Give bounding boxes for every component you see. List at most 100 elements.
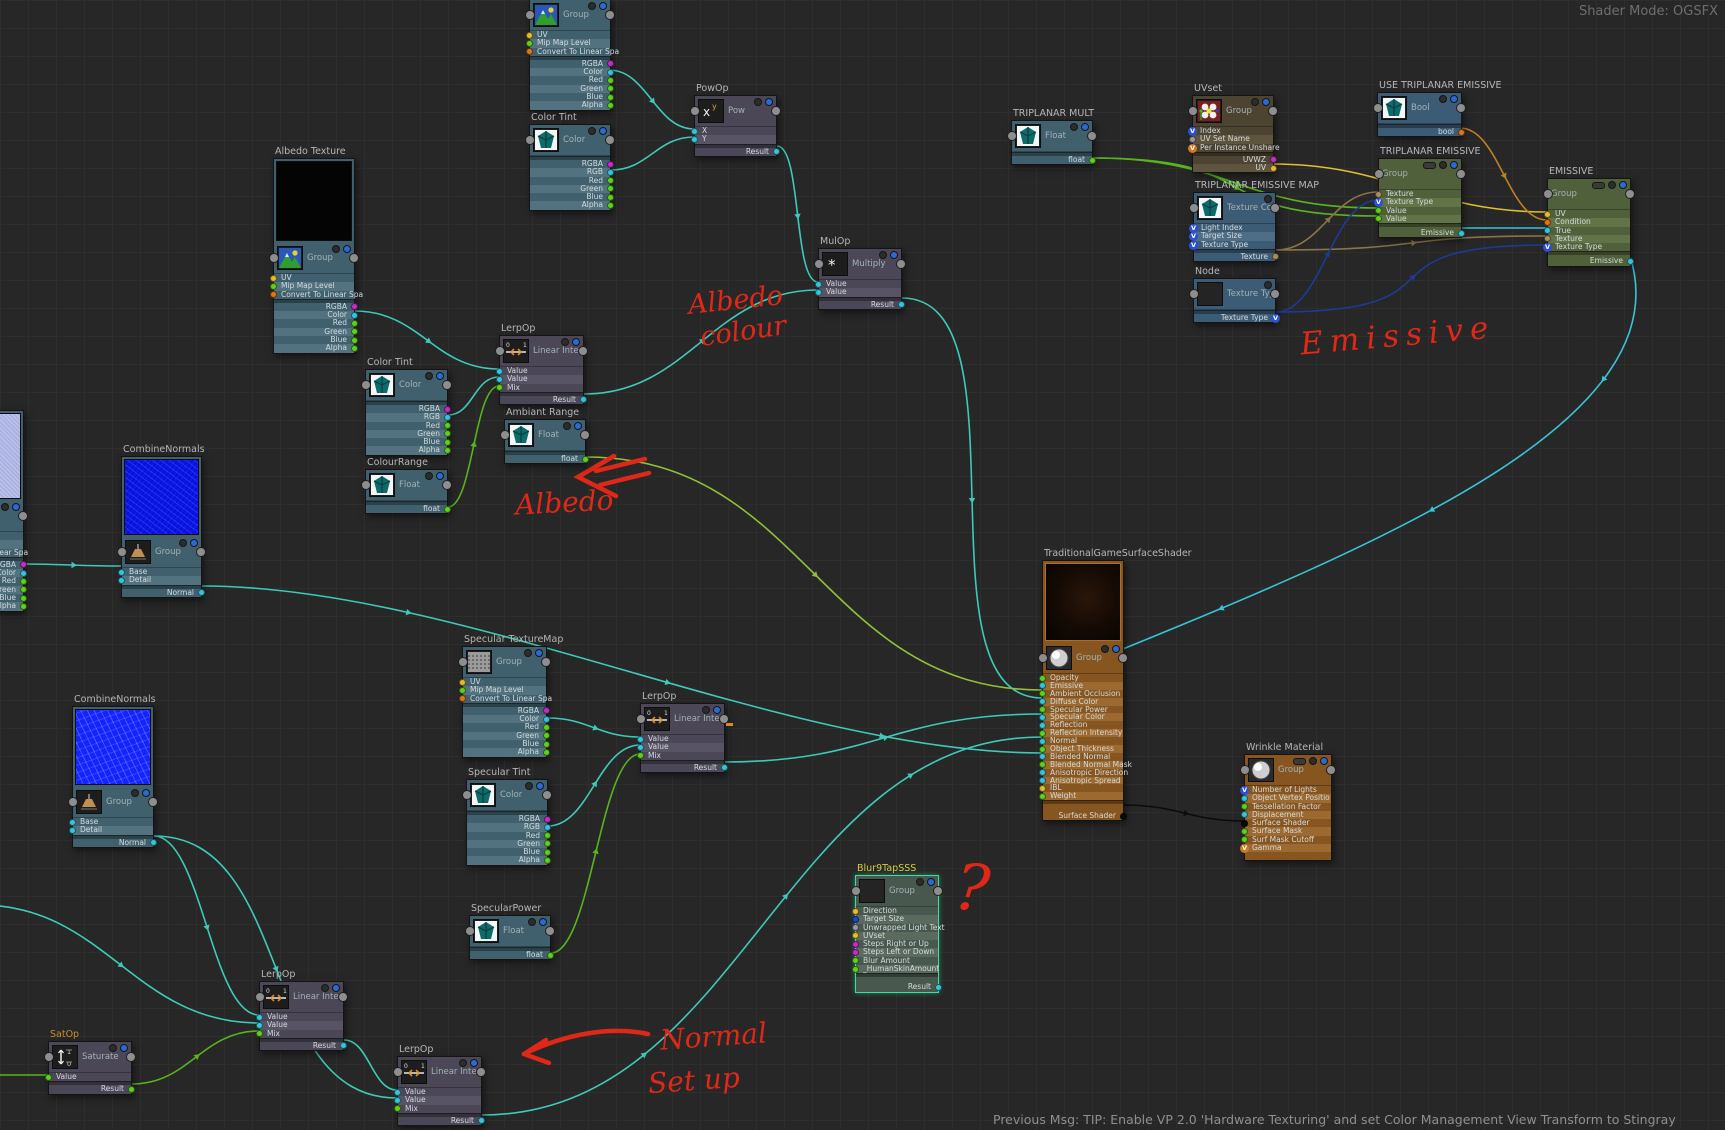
node-input-socket[interactable] (636, 714, 646, 724)
port-green[interactable] (607, 185, 614, 193)
port-convert-to-linear-spa[interactable] (459, 695, 466, 703)
port-unwrapped-light-text[interactable] (852, 924, 859, 932)
options-badge-icon[interactable] (1, 503, 9, 511)
port-per-instance-unshare[interactable]: V (1188, 143, 1197, 153)
port-light-index[interactable]: V (1189, 224, 1198, 233)
port-red[interactable] (543, 723, 550, 731)
port-blended-normal[interactable] (1039, 753, 1046, 761)
node-input-socket[interactable] (500, 430, 510, 440)
node-output-socket[interactable] (338, 992, 348, 1002)
port-alpha[interactable] (20, 602, 27, 610)
port-result[interactable] (721, 764, 728, 772)
port-steps-right-or-up[interactable] (852, 940, 859, 948)
port-specular-color[interactable] (1039, 713, 1046, 721)
options-badge-icon[interactable] (1264, 281, 1272, 289)
port-result[interactable] (340, 1042, 347, 1050)
port-value[interactable] (256, 1021, 263, 1029)
port-result[interactable] (898, 301, 905, 309)
node-output-socket[interactable] (1270, 289, 1280, 299)
options-badge-icon[interactable] (459, 1059, 467, 1067)
node-output-socket[interactable] (933, 886, 943, 896)
preview-badge-icon[interactable] (890, 251, 898, 259)
node-input-socket[interactable] (525, 10, 535, 20)
port-value[interactable] (637, 735, 644, 743)
options-badge-icon[interactable] (321, 984, 329, 992)
port-mip-map-level[interactable] (526, 39, 533, 47)
port-red[interactable] (544, 832, 551, 840)
options-badge-icon[interactable] (1264, 195, 1272, 203)
preview-badge-icon[interactable] (713, 706, 721, 714)
node-output-socket[interactable] (18, 511, 28, 521)
port-opacity[interactable] (1039, 674, 1046, 682)
wire[interactable] (610, 136, 695, 171)
port-red[interactable] (351, 319, 358, 327)
node-input-socket[interactable] (1374, 169, 1384, 179)
port-blue[interactable] (20, 594, 27, 602)
node-input-socket[interactable] (851, 886, 861, 896)
options-badge-icon[interactable] (916, 878, 924, 886)
port-alpha[interactable] (444, 446, 451, 454)
port-anisotropic-direction[interactable] (1039, 769, 1046, 777)
port-rgb[interactable] (444, 413, 451, 421)
node-output-socket[interactable] (148, 797, 158, 807)
port-mip-map-level[interactable] (270, 282, 277, 290)
port-uvset[interactable] (852, 932, 859, 940)
node-output-socket[interactable] (605, 135, 615, 145)
preview-badge-icon[interactable] (572, 338, 580, 346)
preview-badge-icon[interactable] (1320, 757, 1328, 765)
port-mix[interactable] (394, 1105, 401, 1113)
preview-badge-icon[interactable] (1112, 645, 1120, 653)
port-emissive[interactable] (1627, 257, 1634, 265)
port-convert-to-linear-spa[interactable] (526, 48, 533, 56)
node-input-socket[interactable] (117, 547, 127, 557)
port-value[interactable] (815, 288, 822, 296)
port-red[interactable] (20, 577, 27, 585)
node-input-socket[interactable] (1189, 289, 1199, 299)
node-output-socket[interactable] (442, 480, 452, 490)
options-badge-icon[interactable] (131, 789, 139, 797)
wire[interactable] (201, 585, 1043, 754)
port-base[interactable] (118, 568, 125, 576)
port-mix[interactable] (256, 1030, 263, 1038)
port-detail[interactable] (69, 826, 76, 834)
port-value[interactable] (1375, 207, 1382, 215)
port-mix[interactable] (496, 384, 503, 392)
port-result[interactable] (128, 1085, 135, 1093)
wire[interactable] (1275, 199, 1379, 313)
node-output-socket[interactable] (545, 926, 555, 936)
port-float[interactable] (444, 505, 451, 513)
preview-badge-icon[interactable] (1450, 161, 1458, 169)
port-emissive[interactable] (1458, 229, 1465, 237)
preview-badge-icon[interactable] (1262, 98, 1270, 106)
node-output-socket[interactable] (442, 380, 452, 390)
node-input-socket[interactable] (68, 797, 78, 807)
wire[interactable] (481, 736, 1043, 1116)
port-green[interactable] (351, 328, 358, 336)
options-badge-icon[interactable] (109, 1044, 117, 1052)
port-specular-power[interactable] (1039, 706, 1046, 714)
port-surface-mask[interactable] (1241, 827, 1248, 835)
node-input-socket[interactable] (814, 259, 824, 269)
preview-badge-icon[interactable] (536, 782, 544, 790)
options-badge-icon[interactable] (879, 251, 887, 259)
port--humanskinamount[interactable] (852, 965, 859, 973)
node-input-socket[interactable] (525, 135, 535, 145)
port-alpha[interactable] (607, 201, 614, 209)
port-normal[interactable] (1039, 737, 1046, 745)
port-diffuse-color[interactable] (1039, 698, 1046, 706)
port-base[interactable] (69, 818, 76, 826)
node-input-socket[interactable] (1240, 765, 1250, 775)
options-badge-icon[interactable] (1309, 757, 1317, 765)
port-detail[interactable] (118, 576, 125, 584)
options-badge-icon[interactable] (332, 245, 340, 253)
port-color[interactable] (607, 68, 614, 76)
options-badge-icon[interactable] (561, 338, 569, 346)
port-result[interactable] (478, 1117, 485, 1125)
port-result[interactable] (773, 148, 780, 156)
options-badge-icon[interactable] (588, 127, 596, 135)
options-badge-icon[interactable] (1439, 95, 1447, 103)
